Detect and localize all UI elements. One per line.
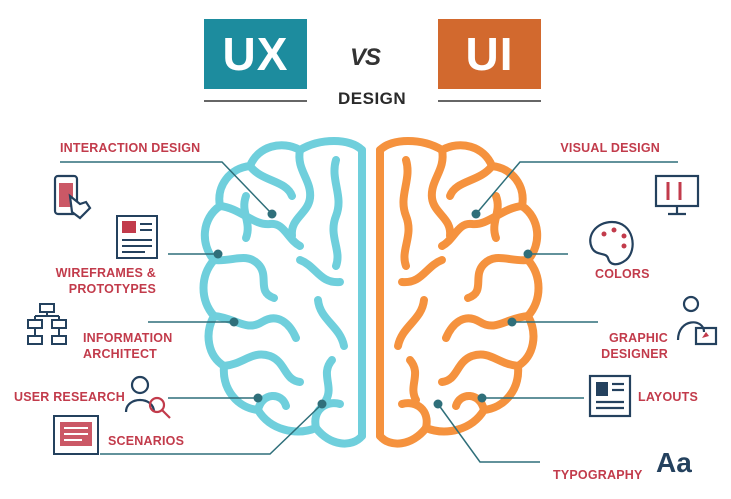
- designer-icon: [676, 295, 718, 346]
- label-colors-text: COLORS: [595, 267, 650, 281]
- connector-dots: [213, 209, 533, 409]
- label-visual-design: VISUAL DESIGN: [540, 140, 660, 156]
- dot-typography: [433, 399, 443, 409]
- connector-lines: [60, 161, 678, 463]
- label-wireframes-prototypes: WIREFRAMES & PROTOTYPES: [50, 265, 156, 297]
- label-scenarios: SCENARIOS: [108, 433, 184, 449]
- tablet-touch-icon: [53, 174, 92, 220]
- dot-layouts: [477, 393, 487, 403]
- dot-graphic: [507, 317, 517, 327]
- right-brain-hemisphere: [376, 137, 543, 448]
- label-user-research: USER RESEARCH: [14, 389, 125, 405]
- label-layouts-text: LAYOUTS: [638, 390, 698, 404]
- ui-title-box: UI: [438, 19, 541, 89]
- wireframe-icon: [116, 215, 158, 259]
- dot-colors: [523, 249, 533, 259]
- vs-label: VS: [350, 44, 381, 71]
- label-interaction-design-text: INTERACTION DESIGN: [60, 141, 201, 155]
- dot-interaction: [267, 209, 277, 219]
- label-graphic-line2: DESIGNER: [601, 347, 668, 361]
- monitor-design-icon: [654, 174, 700, 216]
- dot-user-research: [253, 393, 263, 403]
- dot-wireframes: [213, 249, 223, 259]
- label-information-line1: INFORMATION: [83, 331, 173, 345]
- left-divider: [204, 100, 307, 102]
- label-user-research-text: USER RESEARCH: [14, 390, 125, 404]
- ux-title-box: UX: [204, 19, 307, 89]
- label-scenarios-text: SCENARIOS: [108, 434, 185, 448]
- label-wireframes-line1: WIREFRAMES &: [55, 266, 156, 280]
- palette-icon: [589, 220, 634, 266]
- label-typography-text: TYPOGRAPHY: [553, 468, 643, 482]
- label-colors: COLORS: [595, 266, 650, 282]
- user-search-icon: [124, 375, 171, 419]
- ui-title: UI: [465, 28, 514, 80]
- label-visual-design-text: VISUAL DESIGN: [560, 141, 660, 155]
- layout-icon: [588, 374, 632, 418]
- scenario-document-icon: [53, 415, 99, 455]
- design-subtitle: DESIGN: [338, 89, 407, 108]
- label-layouts: LAYOUTS: [638, 389, 698, 405]
- sitemap-icon: [27, 303, 67, 345]
- label-graphic-designer: GRAPHIC DESIGNER: [586, 330, 668, 362]
- label-graphic-line1: GRAPHIC: [608, 331, 668, 345]
- label-typography: TYPOGRAPHY: [553, 467, 643, 483]
- ux-title: UX: [222, 28, 289, 80]
- left-brain-hemisphere: [199, 137, 366, 448]
- label-interaction-design: INTERACTION DESIGN: [60, 140, 200, 156]
- label-information-line2: ARCHITECT: [83, 347, 158, 361]
- label-wireframes-line2: PROTOTYPES: [68, 282, 156, 296]
- dot-visual: [471, 209, 481, 219]
- dot-information: [229, 317, 239, 327]
- typography-icon: Aa: [656, 447, 692, 478]
- right-divider: [438, 100, 541, 102]
- label-information-architect: INFORMATION ARCHITECT: [83, 330, 172, 362]
- dot-scenarios: [317, 399, 327, 409]
